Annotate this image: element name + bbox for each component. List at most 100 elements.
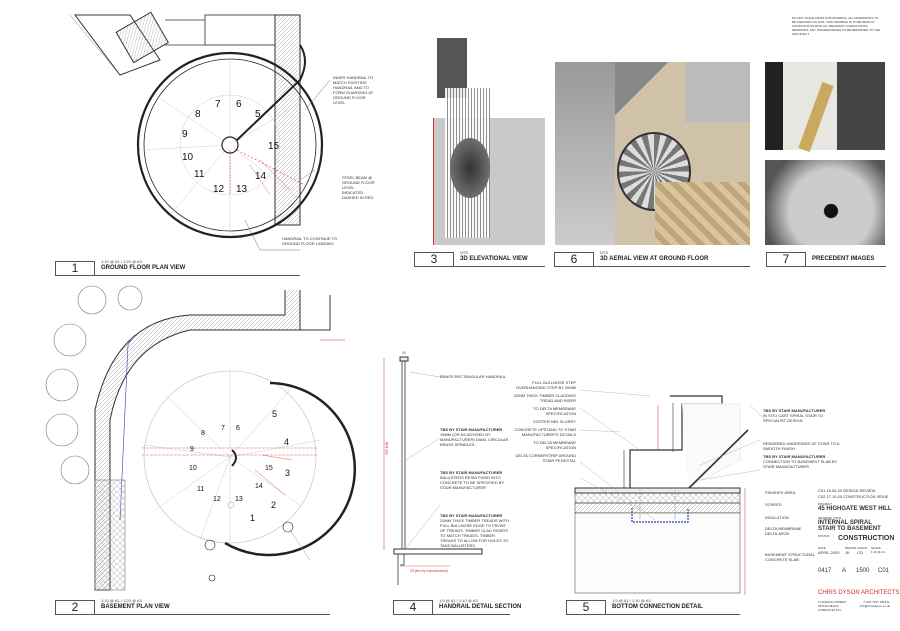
- note: INNER HANDRAIL TO MATCH EXISTING HANDRAI…: [333, 75, 374, 105]
- panel-title-5: 5 1:5 @ A1 / 1:10 @ A3 BOTTOM CONNECTION…: [566, 598, 740, 615]
- bottom-connection-detail: [574, 389, 766, 595]
- basement-plan: [45, 285, 356, 591]
- note: RENDERED UNDERSIDE OF STAIR TO A SMOOTH …: [763, 441, 840, 451]
- step-number: 2: [271, 500, 276, 510]
- panel-name: BASEMENT PLAN VIEW: [101, 604, 170, 610]
- ground-step-numbers: 5 6 7 8 9 10 11 12 13 14 15: [182, 99, 280, 195]
- handrail-section: [383, 356, 483, 585]
- step-number: 13: [235, 496, 243, 503]
- drawing-title-label: DRAWING TITLE: [818, 516, 842, 520]
- step-number: 14: [255, 483, 263, 490]
- step-number: 7: [221, 425, 225, 432]
- step-number: 13: [236, 184, 248, 195]
- step-number: 11: [194, 169, 205, 180]
- panel-name: PRECEDENT IMAGES: [812, 256, 875, 262]
- panel-name: 3D AERIAL VIEW AT GROUND FLOOR: [600, 256, 709, 262]
- firm-address: 1 FASHION STREET SPITALFIELDS LONDON E1 …: [818, 600, 847, 612]
- layer-label: FINISHES AREA: [765, 490, 796, 495]
- panel-name: GROUND FLOOR PLAN VIEW: [101, 265, 186, 271]
- step-number: 4: [284, 437, 289, 447]
- drawing-number: 1500: [856, 568, 870, 574]
- layer-label: SCREED: [765, 502, 782, 507]
- note: 20MM THICK TIMBER CLADDING TREAD AND RIS…: [513, 393, 576, 403]
- revision-code: C01: [878, 568, 890, 574]
- panel-number: 1: [55, 261, 95, 276]
- firm-contact: T: 020 7247 1816 E: info@chrisdyson.co.u…: [859, 600, 890, 608]
- firm-name: CHRIS DYSON ARCHITECTS: [818, 590, 900, 596]
- panel-title-2: 2 1:10 @ A1 / 1:20 @ A3 BASEMENT PLAN VI…: [55, 598, 330, 615]
- note: TO DELTA MEMBRANE SPECIFICATION: [533, 440, 576, 450]
- panel-scale: NTS: [600, 250, 608, 255]
- panel-number: 6: [554, 252, 594, 267]
- height-dimension: 900 MIN: [385, 441, 389, 455]
- project-name: 45 HIGHGATE WEST HILL: [818, 506, 892, 512]
- drawn: JK: [845, 550, 850, 555]
- scale: 1:10 @ A1: [871, 550, 886, 554]
- drawing-title: INTERNAL SPIRAL STAIR TO BASEMENT: [818, 520, 881, 532]
- drawn-label: DRAWN: [845, 546, 857, 550]
- panel-title-7: 7 PRECEDENT IMAGES: [766, 252, 886, 267]
- status: CONSTRUCTION: [838, 535, 895, 542]
- general-notes: DO NOT SCALE FROM THIS DRAWING. ALL DIME…: [792, 16, 880, 36]
- step-number: 12: [213, 184, 225, 195]
- step-number: 8: [201, 430, 205, 437]
- panel-title-6: 6 NTS 3D AERIAL VIEW AT GROUND FLOOR: [554, 250, 750, 267]
- panel-title-3: 3 NTS 3D ELEVATIONAL VIEW: [414, 250, 545, 267]
- step-number: 6: [236, 99, 242, 110]
- status-label: STATUS: [818, 534, 830, 538]
- panel-scale: 1:5 @ A1 / 1:10 @ A3: [439, 598, 478, 603]
- panel-number: 2: [55, 600, 95, 615]
- step-number: 5: [255, 109, 261, 120]
- step-number: 6: [236, 425, 240, 432]
- step-number: 10: [182, 152, 194, 163]
- step-number: 5: [272, 409, 277, 419]
- rail-dimension: 50: [402, 351, 406, 355]
- revision: C02 17.10.20 CONSTRUCTION ISSUE: [818, 494, 889, 499]
- layer-label: INSULATION: [765, 515, 789, 520]
- step-number: 7: [215, 99, 221, 110]
- check-label: CHECK: [857, 546, 868, 550]
- note: KOSTER NB1 SLURRY: [533, 419, 576, 424]
- panel-scale: 1:5 @ A1 / 1:10 @ A3: [612, 598, 651, 603]
- scale-label: SCALE: [871, 546, 881, 550]
- step-number: 14: [255, 171, 267, 182]
- basement-step-numbers: 1 2 3 4 5 6 7 8 9 10 11 12 13 14 15: [189, 409, 290, 523]
- note: FULL BULLNOSE STEP OVERHANGING STEP BY 2…: [515, 380, 576, 390]
- note: BRASS RECTANGULAR HANDRAIL: [440, 374, 506, 379]
- series: A: [842, 568, 847, 574]
- step-number: 1: [250, 513, 255, 523]
- step-number: 15: [265, 465, 273, 472]
- panel-scale: 1:10 @ A1 / 1:20 @ A3: [101, 259, 142, 264]
- step-number: 8: [195, 109, 201, 120]
- panel-scale: NTS: [460, 250, 468, 255]
- step-number: 12: [213, 496, 221, 503]
- p5-left-notes: FULL BULLNOSE STEP OVERHANGING STEP BY 2…: [510, 380, 576, 463]
- elevational-render: [415, 38, 545, 245]
- note: TO DELTA MEMBRANE SPECIFICATION: [533, 406, 576, 416]
- note: DELTA CORNERSTRIP AROUND STAIR PEDESTAL: [515, 453, 576, 463]
- layer-label: DELTA MEMBRANE DELTA-MS20: [765, 526, 802, 536]
- check: CD: [857, 550, 863, 555]
- precedent-image-handrail: [765, 62, 885, 152]
- panel-title-1: 1 1:10 @ A1 / 1:20 @ A3 GROUND FLOOR PLA…: [55, 259, 300, 276]
- panel-number: 4: [393, 600, 433, 615]
- note: STEEL BEAM @ GROUND FLOOR LEVEL INDICATE…: [342, 175, 375, 200]
- revision: C01 15.06.20 DESIGN REVIEW: [818, 488, 876, 493]
- panel-scale: 1:10 @ A1 / 1:20 @ A3: [101, 598, 142, 603]
- step-number: 10: [189, 465, 197, 472]
- step-number: 9: [190, 446, 194, 453]
- project-number: 0417: [818, 568, 832, 574]
- panel-number: 3: [414, 252, 454, 267]
- step-number: 15: [268, 141, 280, 152]
- step-number: 3: [285, 468, 290, 478]
- project-label: PROJECT: [818, 502, 833, 506]
- note: TBS BY STAIR MANUFACTURER19mm (OR AS ADV…: [440, 427, 509, 447]
- step-number: 11: [197, 486, 204, 493]
- aerial-render: [555, 62, 750, 245]
- precedent-image-stair: [765, 160, 885, 245]
